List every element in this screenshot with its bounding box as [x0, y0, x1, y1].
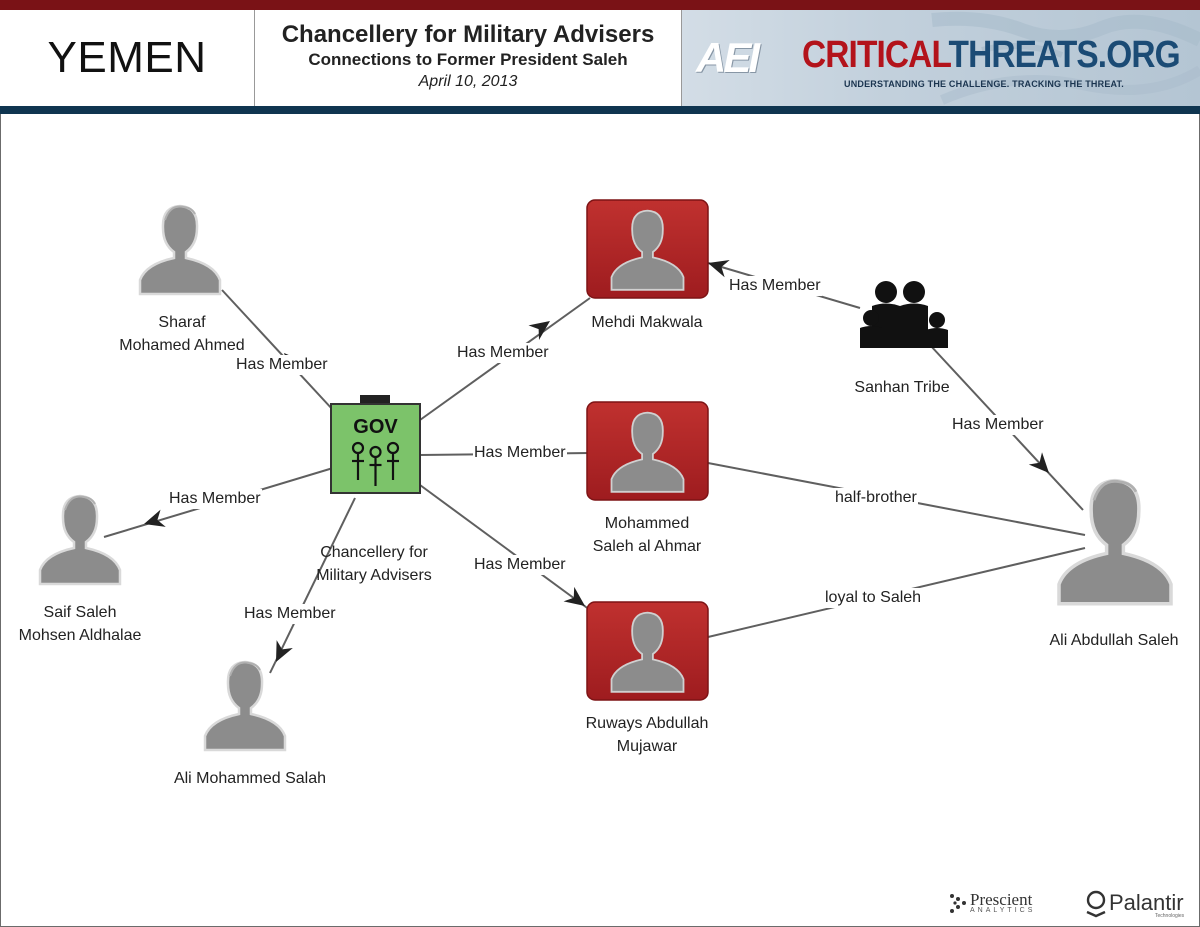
node-saif-name-line1: Saif Saleh [43, 604, 117, 621]
criticalthreats-logo: CRITICALTHREATS.ORG [802, 34, 1181, 77]
edge-label-gov-mehdi: Has Member [456, 343, 550, 363]
prescient-name: Prescient [970, 890, 1033, 909]
page-subtitle: Connections to Former President Saleh [308, 50, 628, 69]
node-sanhan-name: Sanhan Tribe [854, 379, 950, 396]
edge-label-half-brother: half-brother [834, 488, 918, 508]
node-ali-salah-label: Ali Mohammed Salah [160, 767, 340, 790]
logo-part-threats: THREATS.ORG [948, 34, 1181, 76]
node-saif-name-line2: Mohsen Aldhalae [18, 627, 142, 644]
prescient-sub: ANALYTICS [970, 907, 1036, 914]
node-sharaf-label: Sharaf Mohamed Ahmed [110, 311, 254, 357]
edge-label-gov-ali-salah: Has Member [243, 604, 337, 624]
banner-map-texture [931, 11, 1200, 105]
page-date: April 10, 2013 [418, 73, 518, 90]
node-chancellery-label: Chancellery for Military Advisers [302, 541, 446, 587]
node-mehdi-label: Mehdi Makwala [572, 311, 722, 334]
gov-icon-text: GOV [353, 416, 398, 438]
logo-part-critical: CRITICAL [802, 34, 949, 76]
node-ruways-name-line1: Ruways Abdullah [585, 715, 709, 732]
edge-label-gov-saif: Has Member [168, 489, 262, 509]
node-chancellery-name-line2: Military Advisers [316, 567, 432, 584]
title-box: Chancellery for Military Advisers Connec… [255, 10, 682, 106]
node-sanhan-label: Sanhan Tribe [832, 376, 972, 399]
node-chancellery-icon[interactable]: GOV [330, 395, 421, 494]
arrowhead-sanhan-mehdi [708, 260, 730, 278]
edge-label-sanhan-mehdi: Has Member [728, 276, 822, 296]
country-box: YEMEN [0, 10, 255, 106]
node-ruways-name-line2: Mujawar [616, 738, 678, 755]
arrowhead-ali-saleh [1028, 452, 1049, 473]
group-family-icon [860, 281, 948, 348]
node-ali-saleh-label: Ali Abdullah Saleh [1030, 629, 1198, 652]
palantir-logo: Palantir Technologies [1085, 889, 1190, 921]
node-saif-icon[interactable] [38, 494, 122, 586]
node-ruways-icon[interactable] [586, 601, 709, 701]
node-sharaf-name-line2: Mohamed Ahmed [119, 337, 245, 354]
aei-logo: AEI [696, 34, 760, 81]
edge-label-gov-mohammed: Has Member [473, 443, 567, 463]
node-ruways-label: Ruways Abdullah Mujawar [562, 712, 732, 758]
prescient-dots-icon [950, 894, 966, 913]
node-sanhan-icon[interactable] [860, 281, 948, 348]
country-label: YEMEN [47, 33, 207, 82]
node-sharaf-name-line1: Sharaf [158, 314, 206, 331]
node-sharaf-icon[interactable] [138, 204, 222, 296]
government-building-icon [351, 441, 400, 486]
header-bottom-stripe [0, 106, 1200, 114]
header: YEMEN Chancellery for Military Advisers … [0, 0, 1200, 114]
node-mohammed-name-line2: Saleh al Ahmar [592, 538, 702, 555]
node-chancellery-name-line1: Chancellery for [320, 544, 428, 561]
arrowhead-ruways [563, 586, 585, 606]
edge-gov-ruways [419, 484, 591, 611]
node-mohammed-name-line1: Mohammed [604, 515, 690, 532]
banner-tagline: UNDERSTANDING THE CHALLENGE. TRACKING TH… [844, 79, 1124, 89]
node-mohammed-label: Mohammed Saleh al Ahmar [572, 512, 722, 558]
edge-label-loyal-to-saleh: loyal to Saleh [824, 588, 923, 608]
arrowhead-mehdi [528, 321, 550, 340]
arrowheads [144, 260, 1049, 662]
header-top-stripe [0, 0, 1200, 10]
edge-gov-sharaf [221, 289, 334, 411]
node-ali-saleh-icon[interactable] [1057, 478, 1173, 606]
edge-gov-ali-salah [269, 497, 356, 674]
palantir-sub: Technologies [1155, 913, 1185, 919]
prescient-analytics-logo: Prescient ANALYTICS [948, 890, 1058, 918]
criticalthreats-banner: AEI CRITICALTHREATS.ORG UNDERSTANDING TH… [682, 10, 1200, 106]
arrowhead-ali-salah [276, 640, 293, 662]
node-mehdi-icon[interactable] [586, 199, 709, 299]
node-ali-saleh-name: Ali Abdullah Saleh [1049, 632, 1179, 649]
node-ali-salah-icon[interactable] [203, 660, 287, 752]
arrowhead-saif [144, 509, 166, 527]
edge-label-gov-ruways: Has Member [473, 555, 567, 575]
palantir-name: Palantir [1109, 890, 1184, 915]
node-mohammed-icon[interactable] [586, 401, 709, 501]
node-saif-label: Saif Saleh Mohsen Aldhalae [8, 601, 152, 647]
page-title: Chancellery for Military Advisers [281, 21, 655, 48]
palantir-mark-icon [1086, 890, 1106, 918]
edge-label-gov-sharaf: Has Member [235, 355, 329, 375]
edge-label-sanhan-ali-saleh: Has Member [951, 415, 1045, 435]
node-mehdi-name: Mehdi Makwala [591, 314, 703, 331]
node-ali-salah-name: Ali Mohammed Salah [173, 770, 327, 787]
